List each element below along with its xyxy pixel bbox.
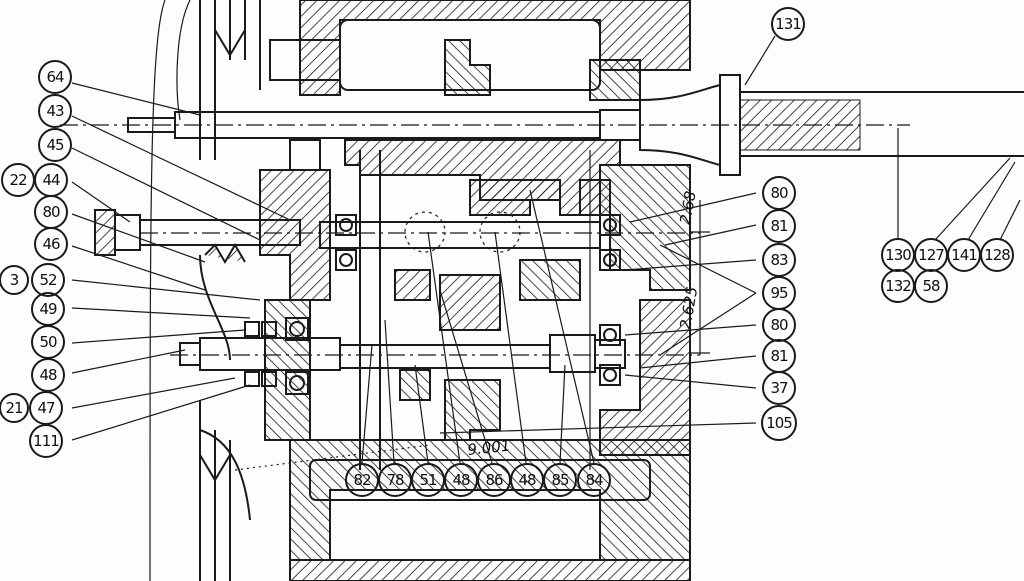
- callout-95-text: 95: [770, 284, 788, 302]
- callout-81-right-top: 81: [762, 209, 796, 243]
- callout-46: 46: [34, 227, 68, 261]
- callout-128-text: 128: [984, 246, 1010, 264]
- callout-47: 47: [29, 391, 63, 425]
- callout-22: 22: [1, 163, 35, 197]
- callout-105: 105: [761, 405, 797, 441]
- callout-80-right-bottom-text: 80: [770, 316, 788, 334]
- callout-82-text: 82: [353, 471, 371, 489]
- callout-141: 141: [947, 238, 981, 272]
- callout-46-text: 46: [42, 235, 60, 253]
- bearings: [244, 214, 621, 395]
- callout-50: 50: [31, 325, 65, 359]
- callout-111-text: 111: [33, 432, 59, 450]
- callout-131: 131: [771, 7, 805, 41]
- callout-58-text: 58: [922, 277, 940, 295]
- callout-48-left-text: 48: [39, 366, 57, 384]
- callout-128: 128: [980, 238, 1014, 272]
- callout-85: 85: [543, 463, 577, 497]
- callout-80-left-text: 80: [42, 203, 60, 221]
- callout-80-right-top: 80: [762, 176, 796, 210]
- callout-48-left: 48: [31, 358, 65, 392]
- callout-83-text: 83: [770, 251, 788, 269]
- shafts: [60, 74, 1024, 470]
- callout-80-left: 80: [34, 195, 68, 229]
- callout-132: 132: [881, 269, 915, 303]
- gears: [394, 39, 641, 441]
- callout-21: 21: [0, 393, 29, 423]
- callout-84-text: 84: [585, 471, 603, 489]
- callout-51-text: 51: [419, 471, 437, 489]
- callout-127-text: 127: [918, 246, 944, 264]
- callout-37-text: 37: [770, 379, 788, 397]
- dimension-268: 2.68: [676, 190, 700, 226]
- callout-45-text: 45: [46, 136, 64, 154]
- callout-127: 127: [914, 238, 948, 272]
- callout-43: 43: [38, 94, 72, 128]
- dimension-2625: 2.625: [676, 285, 701, 330]
- callout-80-right-top-text: 80: [770, 184, 788, 202]
- callout-44: 44: [34, 163, 68, 197]
- callout-48-bottom-a-text: 48: [452, 471, 470, 489]
- callout-86-text: 86: [485, 471, 503, 489]
- callout-43-text: 43: [46, 102, 64, 120]
- dimension-9001: 9.001: [467, 437, 512, 459]
- callout-95: 95: [762, 276, 796, 310]
- pulley: [149, 0, 341, 581]
- callout-49: 49: [31, 292, 65, 326]
- callout-80-right-bottom: 80: [762, 308, 796, 342]
- callout-141-text: 141: [951, 246, 977, 264]
- callout-52: 52: [31, 263, 65, 297]
- callout-64: 64: [38, 60, 72, 94]
- callout-81-right-bottom-text: 81: [770, 347, 788, 365]
- callout-22-text: 22: [9, 171, 27, 189]
- callout-21-text: 21: [5, 399, 23, 417]
- callout-83: 83: [762, 243, 796, 277]
- callout-3-text: 3: [10, 271, 19, 289]
- callout-81-right-bottom: 81: [762, 339, 796, 373]
- callout-85-text: 85: [551, 471, 569, 489]
- leader-lines: [71, 35, 1021, 471]
- callout-130: 130: [881, 238, 915, 272]
- callout-45: 45: [38, 128, 72, 162]
- callout-131-text: 131: [775, 15, 801, 33]
- callout-52-text: 52: [39, 271, 57, 289]
- callout-111: 111: [29, 424, 63, 458]
- callout-bubbles: 131 64 43 45 22 44 80 46 3 52 49 50 48 2…: [0, 7, 1014, 497]
- callout-84: 84: [577, 463, 611, 497]
- callout-3: 3: [0, 265, 29, 295]
- callout-44-text: 44: [42, 171, 60, 189]
- callout-50-text: 50: [39, 333, 57, 351]
- callout-81-right-top-text: 81: [770, 217, 788, 235]
- callout-105-text: 105: [766, 414, 792, 432]
- callout-132-text: 132: [885, 277, 911, 295]
- callout-48-bottom-b-text: 48: [518, 471, 536, 489]
- callout-49-text: 49: [39, 300, 57, 318]
- callout-78-text: 78: [386, 471, 404, 489]
- callout-64-text: 64: [46, 68, 64, 86]
- callout-47-text: 47: [37, 399, 55, 417]
- callout-58: 58: [914, 269, 948, 303]
- callout-130-text: 130: [885, 246, 911, 264]
- callout-37: 37: [762, 371, 796, 405]
